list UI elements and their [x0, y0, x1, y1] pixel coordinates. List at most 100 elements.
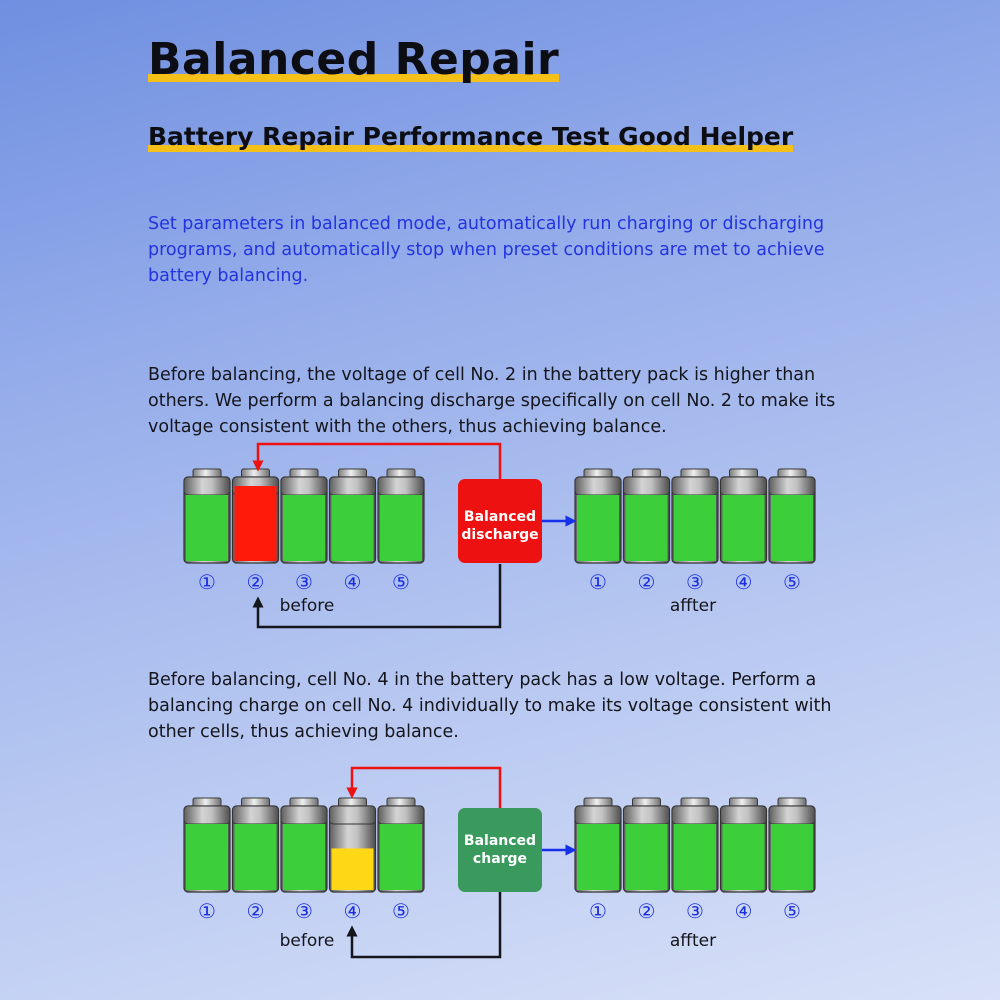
page-title: Balanced Repair	[148, 34, 560, 86]
battery-cell-5	[377, 797, 425, 893]
section2-black-return-arrow	[346, 891, 502, 959]
battery-shoulder	[183, 476, 231, 496]
balanced-discharge-box	[458, 479, 542, 563]
battery-cell-1	[574, 797, 622, 893]
section1-black-return-arrow	[252, 564, 502, 629]
battery-cell-1	[183, 468, 231, 564]
battery-shoulder	[768, 476, 816, 496]
battery-shoulder	[232, 805, 279, 825]
section1-before-pack	[183, 468, 425, 564]
battery-shoulder	[720, 805, 767, 825]
section2-before-pack	[183, 797, 425, 893]
battery-cell-3	[671, 468, 719, 564]
cell-number-5: ⑤	[783, 570, 801, 594]
battery-shoulder	[377, 476, 425, 496]
battery-shoulder	[574, 476, 622, 496]
battery-shoulder	[768, 805, 816, 825]
subtitle-text: Battery Repair Performance Test Good Hel…	[148, 122, 794, 151]
cell-number-3: ③	[686, 570, 704, 594]
battery-fill	[771, 824, 813, 890]
cell-number-4: ④	[344, 899, 362, 923]
battery-fill	[577, 495, 619, 561]
battery-shoulder	[377, 805, 425, 825]
section2-before-label: before	[280, 931, 335, 951]
battery-cell-4	[719, 468, 768, 564]
battery-fill	[234, 824, 277, 890]
battery-cell-2	[231, 468, 280, 564]
battery-shoulder	[329, 805, 376, 825]
battery-fill	[625, 495, 668, 561]
cell-number-5: ⑤	[392, 899, 410, 923]
section2-paragraph: Before balancing, cell No. 4 in the batt…	[148, 670, 832, 742]
battery-fill-highlight	[234, 486, 277, 561]
battery-cell-1	[574, 468, 622, 564]
battery-shoulder	[183, 805, 231, 825]
cell-number-3: ③	[295, 570, 313, 594]
battery-shoulder	[329, 476, 376, 496]
battery-cell-5	[377, 468, 425, 564]
battery-fill	[283, 495, 325, 561]
cell-number-4: ④	[735, 899, 753, 923]
battery-fill-highlight	[331, 848, 374, 890]
battery-fill	[722, 824, 765, 890]
battery-cell-4	[328, 468, 377, 564]
battery-shoulder	[623, 805, 670, 825]
page-subtitle: Battery Repair Performance Test Good Hel…	[148, 120, 794, 154]
section2-after-label: affter	[670, 931, 716, 951]
battery-fill	[380, 824, 422, 890]
battery-fill	[577, 824, 619, 890]
battery-cell-3	[280, 468, 328, 564]
battery-fill	[771, 495, 813, 561]
balanced-charge-box	[458, 808, 542, 892]
battery-shoulder	[720, 476, 767, 496]
battery-cell-1	[183, 797, 231, 893]
battery-cell-2	[231, 797, 280, 893]
battery-fill	[331, 495, 374, 561]
section1-box-line2: discharge	[461, 527, 538, 543]
section1-after-label: affter	[670, 596, 716, 616]
intro-paragraph: Set parameters in balanced mode, automat…	[148, 214, 825, 286]
battery-cell-4	[719, 797, 768, 893]
cell-number-4: ④	[344, 570, 362, 594]
cell-number-1: ①	[198, 570, 216, 594]
battery-fill	[625, 824, 668, 890]
cell-number-2: ②	[638, 899, 656, 923]
section1-after-pack	[574, 468, 816, 564]
title-text: Balanced Repair	[148, 34, 560, 85]
battery-fill	[722, 495, 765, 561]
battery-cell-3	[671, 797, 719, 893]
cell-number-1: ①	[198, 899, 216, 923]
battery-cell-3	[280, 797, 328, 893]
battery-shoulder	[280, 805, 328, 825]
battery-fill	[380, 495, 422, 561]
battery-fill	[674, 824, 716, 890]
battery-cell-2	[622, 797, 671, 893]
cell-number-1: ①	[589, 570, 607, 594]
battery-cell-4	[328, 797, 377, 893]
battery-fill	[674, 495, 716, 561]
battery-shoulder	[671, 476, 719, 496]
section2-after-pack	[574, 797, 816, 893]
cell-number-2: ②	[638, 570, 656, 594]
battery-shoulder	[671, 805, 719, 825]
section2-box-line1: Balanced	[464, 833, 536, 849]
section1-red-feedback-arrow	[252, 442, 502, 480]
battery-shoulder	[574, 805, 622, 825]
section1-box-line1: Balanced	[464, 509, 536, 525]
battery-shoulder	[280, 476, 328, 496]
battery-cell-2	[622, 468, 671, 564]
battery-shoulder	[623, 476, 670, 496]
cell-number-2: ②	[247, 899, 265, 923]
cell-number-3: ③	[686, 899, 704, 923]
section2-box-line2: charge	[473, 851, 527, 867]
section2-red-feedback-arrow	[346, 766, 502, 808]
battery-fill	[283, 824, 325, 890]
battery-fill	[186, 495, 228, 561]
battery-cell-5	[768, 797, 816, 893]
